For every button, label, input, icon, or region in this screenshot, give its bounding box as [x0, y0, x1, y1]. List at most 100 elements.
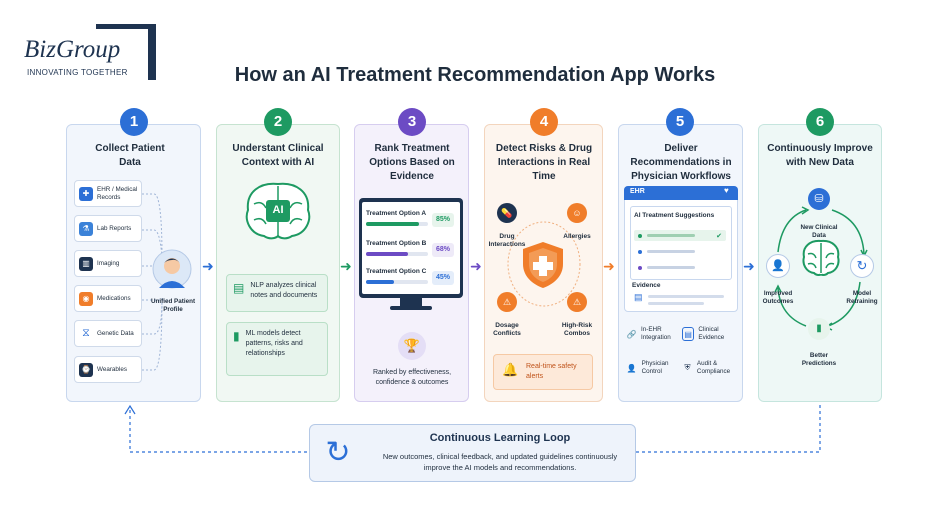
cycle-label: Better Predictions: [801, 352, 837, 367]
option-score: 85%: [432, 213, 454, 227]
step-number-1: 1: [120, 108, 148, 136]
source-label: Wearables: [97, 365, 127, 373]
page-title: How an AI Treatment Recommendation App W…: [234, 64, 716, 86]
safety-alert-label: Real-time safety alerts: [526, 363, 577, 380]
warning-icon: ⚠: [497, 292, 517, 312]
cycle-label: New Clinical Data: [800, 224, 838, 239]
step-number-2: 2: [264, 108, 292, 136]
pill-bottle-icon: ◉: [79, 291, 93, 306]
treatment-option-c: Treatment Option C 45%: [366, 268, 454, 290]
source-wearables: ⌚ Wearables: [74, 356, 142, 383]
source-genetic: ⧖ Genetic Data: [74, 320, 142, 347]
feature-control: 👤 Physician Control: [626, 360, 682, 376]
step-title-4: Detect Risks & Drug Interactions in Real…: [495, 143, 593, 182]
ranking-caption: Ranked by effectiveness, confidence & ou…: [372, 369, 452, 386]
source-medications: ◉ Medications: [74, 285, 142, 312]
evidence-label: Evidence: [632, 282, 661, 289]
feature-label: Audit & Compliance: [696, 360, 731, 375]
smartwatch-icon: ⌚: [79, 362, 93, 377]
learning-loop-title: Continuous Learning Loop: [429, 432, 571, 444]
source-lab: ⚗ Lab Reports: [74, 215, 142, 242]
ehr-titlebar: [624, 186, 738, 200]
ehr-window: [624, 186, 738, 312]
document-icon: ▤: [682, 327, 695, 341]
source-label: Lab Reports: [97, 224, 132, 232]
arrow-right-icon: ➜: [603, 258, 615, 274]
step-title-5: Deliver Recommendations in Physician Wor…: [630, 143, 732, 182]
document-icon: ▤: [634, 292, 643, 302]
logo-name: BizGroup: [24, 36, 121, 63]
option-score-fill: [366, 280, 394, 284]
suggestion-row: [634, 262, 726, 273]
ehr-title: EHR: [630, 188, 645, 195]
risk-label: Drug Interactions: [488, 233, 526, 248]
feature-label: In-EHR Integration: [641, 326, 671, 341]
ai-brain-icon: [245, 182, 311, 240]
treatment-option-b: Treatment Option B 68%: [366, 240, 454, 262]
arrow-right-icon: ➜: [340, 258, 352, 274]
flask-icon: ⚗: [79, 221, 93, 236]
step-number-4: 4: [530, 108, 558, 136]
treatment-option-a: Treatment Option A 85%: [366, 210, 454, 232]
trophy-icon: 🏆: [398, 332, 426, 360]
pills-icon: 💊: [497, 203, 517, 223]
source-label: EHR / Medical Records: [97, 185, 138, 201]
learning-loop-text: New outcomes, clinical feedback, and upd…: [382, 452, 618, 472]
dna-icon: ⧖: [79, 326, 93, 341]
suggestions-title: AI Treatment Suggestions: [634, 212, 715, 219]
document-icon: ▤: [233, 281, 245, 295]
step-title-1: Collect Patient Data: [95, 143, 165, 168]
risk-network-lines: [507, 221, 581, 307]
logo-frame-bar: [148, 24, 156, 80]
feature-label: Clinical Evidence: [698, 326, 725, 341]
allergy-icon: ☺: [567, 203, 587, 223]
arrow-right-icon: ➜: [470, 258, 482, 274]
link-icon: 🔗: [626, 329, 637, 339]
source-imaging: ▥ Imaging: [74, 250, 142, 277]
patient-avatar-icon: [152, 249, 192, 289]
option-score-fill: [366, 222, 419, 226]
database-icon: ⛁: [808, 188, 830, 210]
source-ehr: ✚ EHR / Medical Records: [74, 180, 142, 207]
source-label: Genetic Data: [97, 329, 134, 337]
improvement-cycle-arrows: [774, 206, 868, 331]
feature-audit: ⛨ Audit & Compliance: [682, 360, 740, 376]
step-title-2: Understant Clinical Context with AI: [232, 143, 324, 168]
feature-evidence: ▤ Clinical Evidence: [682, 326, 740, 342]
safety-alert-box: [493, 354, 593, 390]
cycle-label: Model Retraining: [846, 290, 878, 305]
user-icon: 👤: [626, 363, 637, 373]
xray-icon: ▥: [79, 256, 93, 271]
shield-lock-icon: ⛨: [684, 363, 691, 372]
step-title-3: Rank Treatment Options Based on Evidence: [369, 143, 455, 182]
step-number-6: 6: [806, 108, 834, 136]
shield-cross-icon: [523, 242, 563, 288]
learning-loop-lines: [124, 404, 821, 453]
refresh-icon: ↻: [850, 254, 874, 278]
feature-integration: 🔗 In-EHR Integration: [626, 326, 682, 342]
evidence-line: [648, 302, 704, 305]
option-score: 45%: [432, 271, 454, 285]
risk-label: Dosage Conflicts: [493, 322, 521, 337]
ai-chip-label: AI: [272, 204, 284, 216]
cycle-refresh-icon: ↻: [325, 436, 351, 469]
suggestion-row: ✔: [634, 230, 726, 241]
user-check-icon: 👤: [766, 254, 790, 278]
risk-label: High-Risk Combos: [561, 322, 593, 337]
suggestion-row: [634, 246, 726, 257]
option-name: Treatment Option C: [366, 268, 427, 275]
heart-icon: ♥: [724, 186, 729, 195]
bar-chart-icon: ▮: [808, 318, 830, 340]
check-icon: ✔: [716, 232, 722, 240]
ml-label: ML models detect patterns, risks and rel…: [245, 330, 303, 357]
step-title-6: Continuously Improve with New Data: [767, 143, 873, 168]
nlp-box: ▤ NLP analyzes clinical notes and docume…: [226, 274, 328, 312]
learning-loop-box: [309, 424, 636, 482]
monitor-stand: [400, 298, 422, 306]
step-number-5: 5: [666, 108, 694, 136]
cycle-label: Improved Outcomes: [762, 290, 794, 305]
monitor-base: [390, 306, 432, 310]
option-name: Treatment Option A: [366, 210, 427, 217]
logo-tagline: INNOVATING TOGETHER: [27, 68, 128, 77]
warning-icon: ⚠: [567, 292, 587, 312]
